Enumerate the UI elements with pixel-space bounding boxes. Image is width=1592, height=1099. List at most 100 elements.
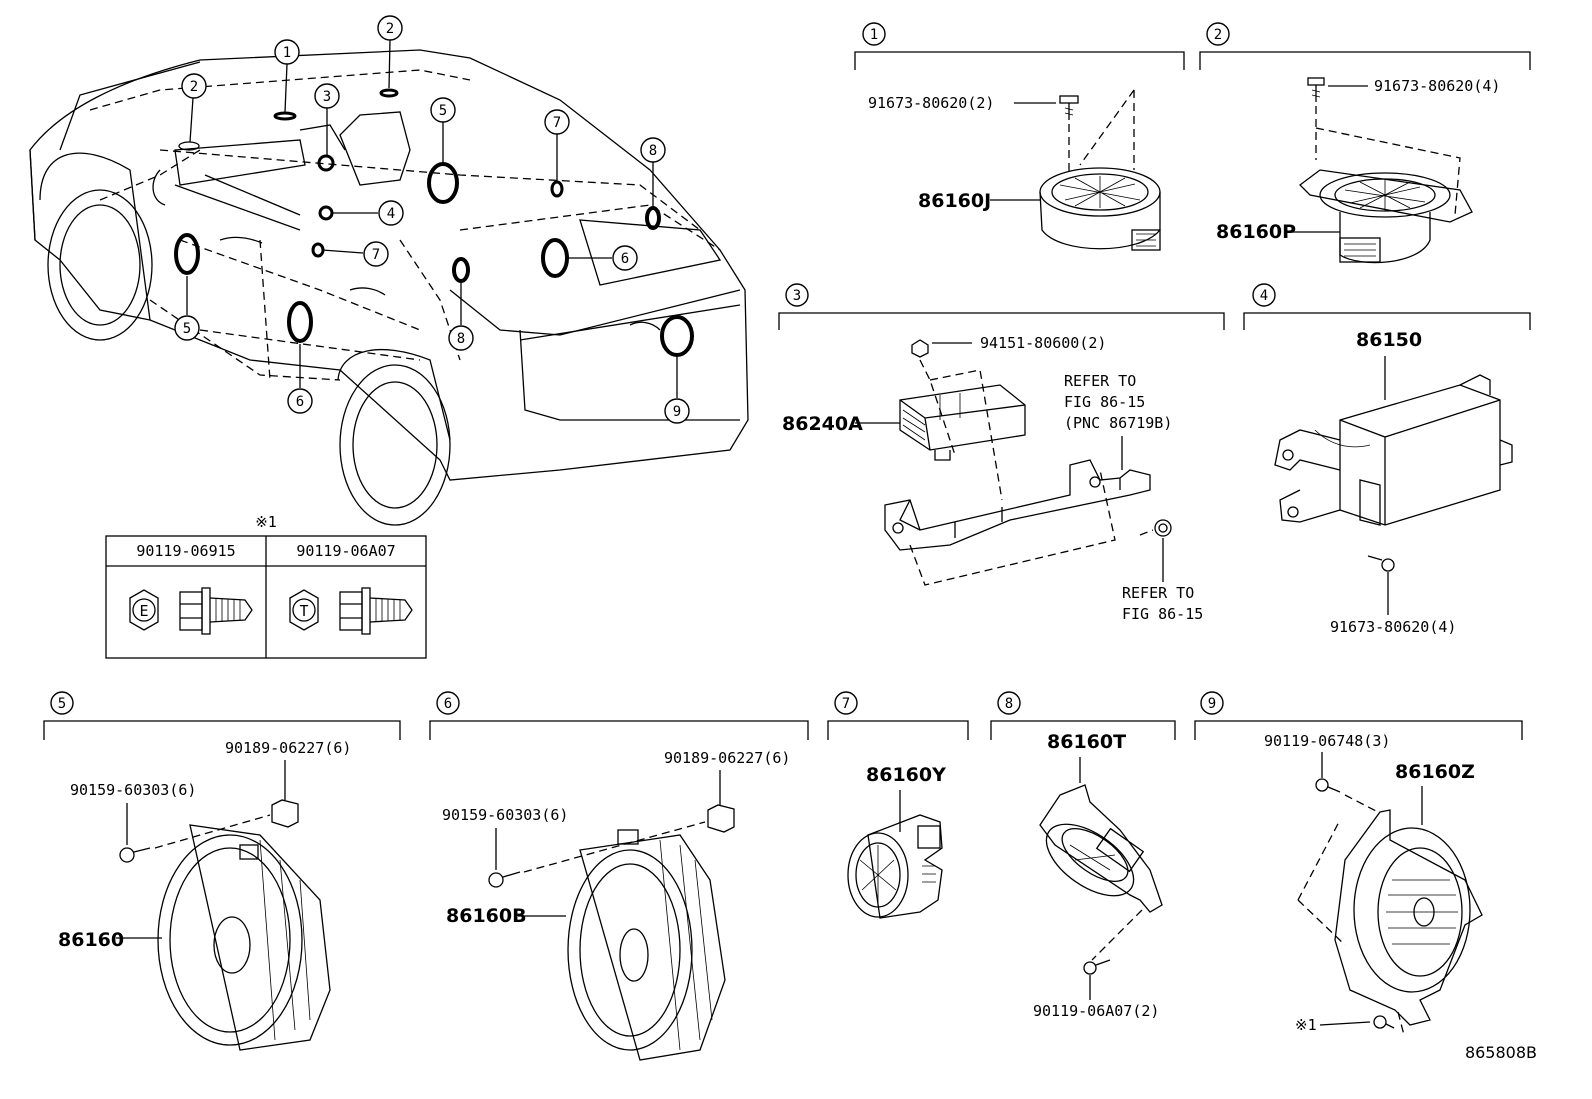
- refer-2-line-2: FIG 86-15: [1122, 605, 1203, 623]
- speaker-ring-7-rear: [550, 180, 564, 198]
- svg-text:6: 6: [621, 251, 629, 267]
- amplifier-86240A-icon: [899, 384, 1026, 461]
- part-90159-60303-s5: 90159-60303(6): [70, 781, 196, 799]
- speaker-86160-icon: [157, 824, 331, 1051]
- tweeter-86160P-icon: [1299, 169, 1473, 264]
- screw-icon: [488, 871, 521, 888]
- svg-text:7: 7: [842, 696, 850, 712]
- screw-icon: [1059, 95, 1079, 120]
- callout-2a: 2: [181, 73, 207, 99]
- callout-6a: 6: [612, 245, 638, 271]
- svg-text:6: 6: [444, 696, 452, 712]
- front-wheel: [39, 152, 153, 341]
- callout-6b: 6: [287, 388, 313, 414]
- svg-text:6: 6: [296, 394, 304, 410]
- section-2: 2 91673-80620(4) 86160P: [1199, 22, 1531, 264]
- callout-9: 9: [664, 398, 690, 424]
- callout-4: 4: [378, 200, 404, 226]
- svg-text:1: 1: [283, 45, 291, 61]
- speaker-ring-6-front: [287, 301, 313, 343]
- callout-7a: 7: [544, 109, 570, 135]
- svg-text:1: 1: [870, 27, 878, 43]
- part-86160Z: 86160Z: [1395, 761, 1475, 783]
- svg-text:5: 5: [439, 103, 447, 119]
- svg-text:2: 2: [386, 21, 394, 37]
- part-90189-06227-s6: 90189-06227(6): [664, 749, 790, 767]
- svg-text:E: E: [139, 602, 148, 620]
- screw-icon: [1307, 77, 1325, 102]
- part-86160T: 86160T: [1047, 731, 1126, 753]
- drawing-id: 865808B: [1465, 1043, 1537, 1062]
- section-6: 6 90189-06227(6) 90159-60303(6) 86160B: [429, 691, 809, 1061]
- speaker-ring-2-front: [178, 141, 200, 151]
- rear-wheel: [337, 348, 451, 526]
- part-86150: 86150: [1356, 329, 1422, 351]
- svg-text:4: 4: [1260, 288, 1268, 304]
- svg-text:5: 5: [183, 321, 191, 337]
- part-90119-06748: 90119-06748(3): [1264, 732, 1390, 750]
- bolt-icon: [1083, 959, 1111, 975]
- svg-text:8: 8: [457, 331, 465, 347]
- speaker-ring-1: [273, 111, 297, 121]
- speaker-ring-4: [318, 205, 334, 221]
- part-91673-80620-s2: 91673-80620(4): [1374, 77, 1500, 95]
- svg-text:8: 8: [1005, 696, 1013, 712]
- clip-icon: [1139, 519, 1172, 537]
- speaker-ring-2-rear: [379, 88, 399, 98]
- callout-3: 3: [314, 83, 340, 109]
- section-7: 7 86160Y: [827, 691, 969, 919]
- bolt-icon: [1373, 1015, 1395, 1029]
- bolt-e-icon: E: [129, 587, 253, 635]
- section-5: 5 90189-06227(6) 90159-60303(6) 86160: [43, 691, 401, 1051]
- part-86160P: 86160P: [1216, 221, 1296, 243]
- part-86160Y: 86160Y: [866, 764, 946, 786]
- callout-8b: 8: [448, 325, 474, 351]
- part-90189-06227-s5: 90189-06227(6): [225, 739, 351, 757]
- speaker-86160Y-icon: [847, 814, 943, 919]
- refer-1-line-2: FIG 86-15: [1064, 393, 1145, 411]
- callout-5a: 5: [430, 97, 456, 123]
- control-module-86150-icon: [1274, 374, 1513, 526]
- car-overview: 1 2 2 3 4 5 5 6 6 7 7 8 8 9: [29, 15, 749, 526]
- svg-text:7: 7: [372, 247, 380, 263]
- speaker-ring-6-rear: [541, 238, 569, 278]
- refer-1-line-3: (PNC 86719B): [1064, 414, 1172, 432]
- callout-8a: 8: [640, 137, 666, 163]
- speaker-86160T-icon: [1039, 784, 1163, 913]
- section-9: 9 90119-06748(3) 86160Z ※1: [1194, 691, 1523, 1036]
- callout-7b: 7: [363, 241, 389, 267]
- legend-part-2: 90119-06A07: [296, 542, 395, 560]
- callout-2b: 2: [377, 15, 403, 41]
- speaker-ring-8-rear: [645, 206, 661, 230]
- speaker-ring-7-front: [311, 242, 325, 258]
- svg-text:2: 2: [1214, 27, 1222, 43]
- section-4: 4 86150 91673-80620(4): [1243, 283, 1531, 636]
- callout-1: 1: [274, 39, 300, 65]
- bolt-icon: [1315, 778, 1341, 793]
- part-91673-80620-s1: 91673-80620(2): [868, 94, 994, 112]
- part-86240A: 86240A: [782, 413, 863, 435]
- tweeter-86160J-icon: [1039, 167, 1161, 251]
- screw-icon: [1367, 555, 1395, 572]
- part-90159-60303-s6: 90159-60303(6): [442, 806, 568, 824]
- svg-text:8: 8: [649, 143, 657, 159]
- screw-icon: [119, 847, 151, 863]
- speaker-ring-8-front: [452, 257, 470, 283]
- speaker-ring-9: [660, 315, 694, 357]
- section-8: 8 86160T 90119-06A07(2): [990, 691, 1176, 1020]
- bracket-icon: [884, 459, 1151, 551]
- bolt-legend-table: ※1 90119-06915 90119-06A07 E T: [105, 513, 427, 659]
- note-s9: ※1: [1295, 1016, 1317, 1034]
- legend-part-1: 90119-06915: [136, 542, 235, 560]
- svg-text:4: 4: [387, 206, 395, 222]
- nut-icon: [911, 339, 929, 358]
- part-94151-80600: 94151-80600(2): [980, 334, 1106, 352]
- speaker-ring-5-rear: [427, 162, 459, 204]
- speaker-ring-3: [317, 154, 335, 172]
- speaker-86160B-icon: [567, 829, 726, 1061]
- car-callouts: 1 2 2 3 4 5 5 6 6 7 7 8 8 9: [174, 15, 690, 424]
- svg-text:7: 7: [553, 115, 561, 131]
- speaker-ring-5-front: [174, 233, 200, 275]
- refer-1-line-1: REFER TO: [1064, 372, 1136, 390]
